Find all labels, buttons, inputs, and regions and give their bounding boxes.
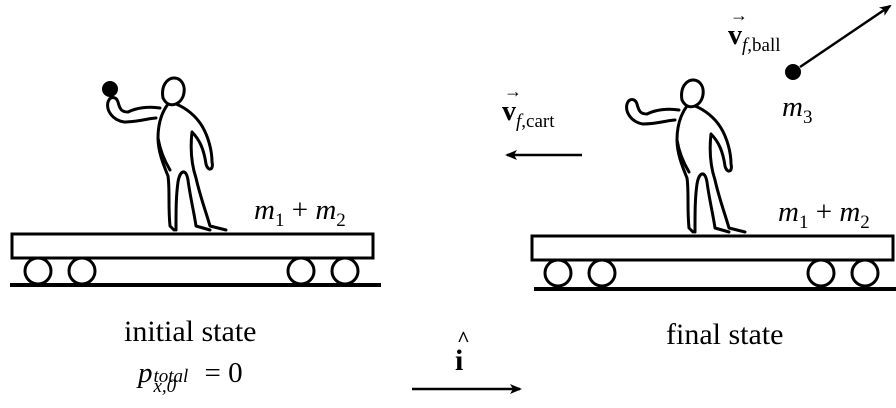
ball-in-hand bbox=[102, 81, 118, 97]
ball-mass-label: m3 bbox=[782, 91, 813, 128]
initial-state-caption: initial state bbox=[124, 315, 257, 348]
final-person bbox=[625, 78, 747, 234]
initial-cart bbox=[10, 232, 375, 286]
initial-mass-label: m1 + m2 bbox=[254, 194, 346, 231]
unit-vector-label: ^i bbox=[455, 326, 470, 377]
initial-person bbox=[106, 76, 228, 232]
final-mass-label: m1 + m2 bbox=[778, 196, 870, 233]
ball-velocity-label: →vf,ball bbox=[728, 5, 781, 56]
cart-velocity-label: →vf,cart bbox=[502, 81, 555, 132]
thrown-ball bbox=[785, 64, 801, 80]
final-state-caption: final state bbox=[666, 318, 784, 351]
ball-velocity-arrow bbox=[799, 4, 892, 69]
final-cart bbox=[530, 234, 895, 288]
